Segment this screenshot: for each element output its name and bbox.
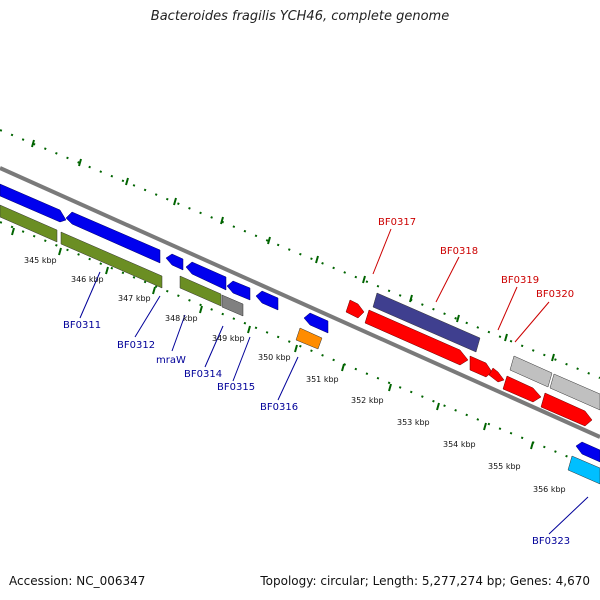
cds-bf0317-red[interactable]	[345, 299, 365, 319]
genome-backbone	[0, 166, 600, 439]
ruler-label: 349 kbp	[212, 334, 245, 343]
ruler-label: 345 kbp	[24, 256, 57, 265]
function-gray-a[interactable]	[221, 294, 244, 317]
cds-bf0312[interactable]	[65, 211, 161, 264]
cds-bf0319[interactable]	[469, 355, 493, 378]
cds-bf0318[interactable]	[364, 309, 469, 366]
gene-label-bf0311[interactable]: BF0311	[63, 320, 101, 331]
cds-bf0322[interactable]	[540, 392, 593, 427]
function-olive-a[interactable]	[0, 204, 58, 243]
map-title: Bacteroides fragilis YCH46, complete gen…	[150, 9, 450, 24]
ruler-label: 346 kbp	[71, 275, 104, 284]
cds-bf0311[interactable]	[0, 183, 67, 223]
gene-label-bf0315[interactable]: BF0315	[217, 382, 255, 393]
cds-bf0316-blue[interactable]	[255, 290, 279, 311]
function-lightgray-a[interactable]	[509, 355, 553, 388]
reverse-gene-labels: BF0311 BF0312 mraW BF0314 BF0315 BF0316 …	[63, 320, 570, 547]
cds-mraw[interactable]	[165, 253, 184, 271]
gene-label-bf0320[interactable]: BF0320	[536, 289, 574, 300]
gene-label-bf0314[interactable]: BF0314	[184, 369, 222, 380]
cds-bf0315[interactable]	[226, 280, 251, 301]
gene-label-bf0319[interactable]: BF0319	[501, 275, 539, 286]
gene-label-bf0323[interactable]: BF0323	[532, 536, 570, 547]
tick-ring-outer	[0, 129, 600, 379]
gene-label-bf0317[interactable]: BF0317	[378, 217, 416, 228]
forward-gene-labels: BF0317 BF0318 BF0319 BF0320	[378, 217, 574, 300]
ruler-label: 351 kbp	[306, 375, 339, 384]
cds-bf0316b[interactable]	[303, 312, 329, 334]
tick-ring-inner	[0, 221, 600, 471]
forward-cds-track	[345, 299, 593, 427]
gene-label-bf0316[interactable]: BF0316	[260, 402, 298, 413]
genome-summary-text: Topology: circular; Length: 5,277,274 bp…	[260, 574, 590, 588]
function-slate[interactable]	[372, 292, 481, 353]
reverse-function-track	[0, 204, 600, 485]
ruler-label: 356 kbp	[533, 485, 566, 494]
cds-bf0320[interactable]	[488, 367, 505, 383]
forward-function-track	[372, 292, 600, 411]
gene-label-bf0312[interactable]: BF0312	[117, 340, 155, 351]
ruler-label: 347 kbp	[118, 294, 151, 303]
major-ticks-inner	[11, 227, 534, 450]
gene-label-bf0318[interactable]: BF0318	[440, 246, 478, 257]
forward-leaders	[372, 228, 550, 343]
function-lightgray-b[interactable]	[549, 373, 600, 411]
cds-bf0323[interactable]	[575, 441, 600, 463]
function-sky[interactable]	[567, 455, 600, 485]
cds-bf0314[interactable]	[185, 261, 227, 291]
major-ticks-outer	[31, 139, 555, 362]
ruler-label: 353 kbp	[397, 418, 430, 427]
reverse-cds-track	[0, 183, 600, 463]
function-olive-b[interactable]	[60, 231, 163, 289]
gene-label-mraw[interactable]: mraW	[156, 355, 186, 366]
cds-bf0321[interactable]	[502, 375, 542, 403]
ruler-label: 350 kbp	[258, 353, 291, 362]
reverse-leaders	[79, 271, 589, 535]
ruler-label: 354 kbp	[443, 440, 476, 449]
ruler-label: 355 kbp	[488, 462, 521, 471]
ruler-labels: 345 kbp 346 kbp 347 kbp 348 kbp 349 kbp …	[24, 256, 566, 494]
function-olive-c[interactable]	[179, 275, 222, 307]
ruler-label: 348 kbp	[165, 314, 198, 323]
function-orange[interactable]	[295, 327, 323, 350]
ruler-label: 352 kbp	[351, 396, 384, 405]
accession-text: Accession: NC_006347	[9, 574, 146, 588]
